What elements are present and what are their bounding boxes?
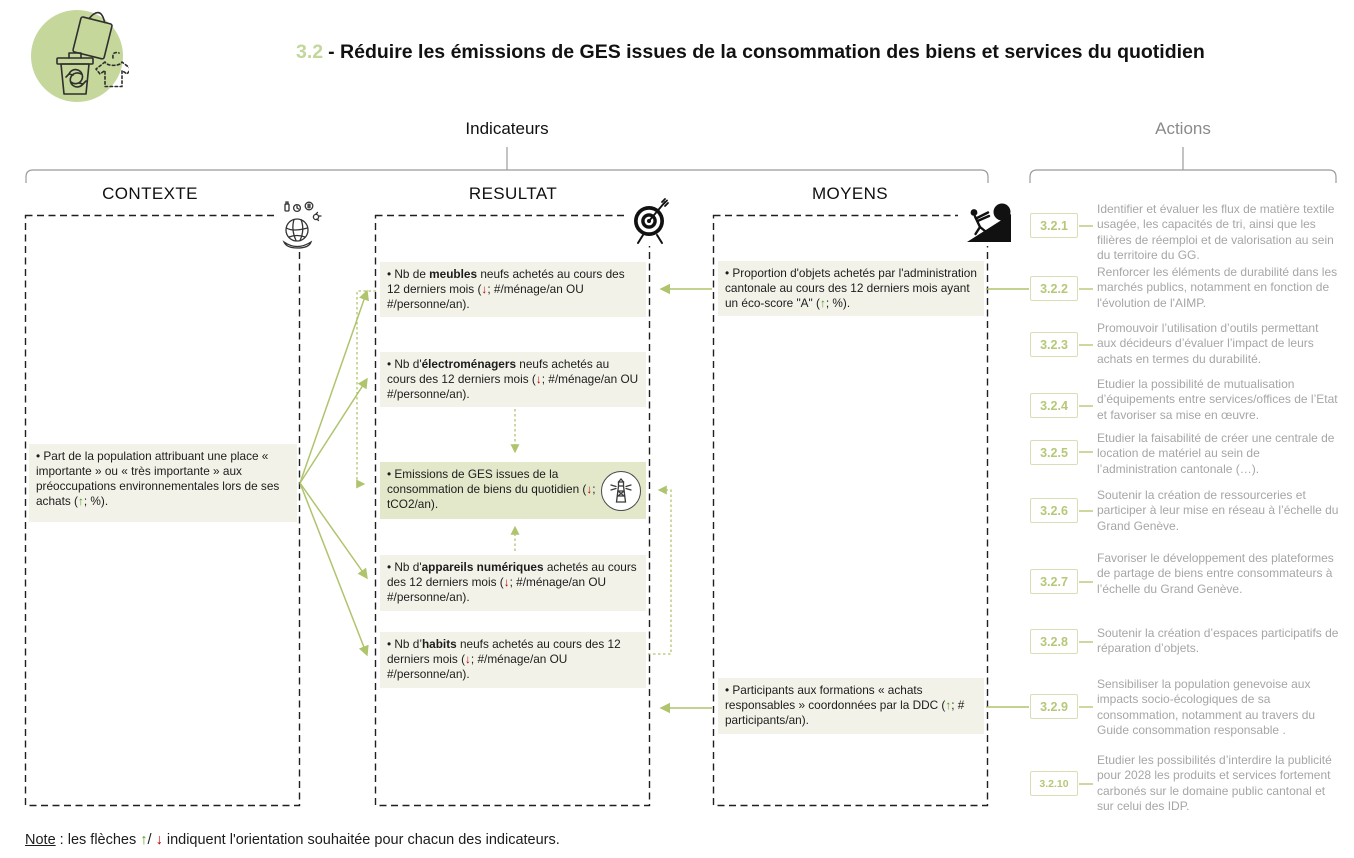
legend-note: Note : les flèches ↑/ ↓ indiquent l'orie… [25, 832, 560, 848]
action-badge-3210: 3.2.10 [1030, 771, 1078, 796]
action-text-323: Promouvoir l’utilisation d’outils permet… [1097, 321, 1319, 366]
title-text: - Réduire les émissions de GES issues de… [328, 41, 1205, 63]
action-badge-327: 3.2.7 [1030, 569, 1078, 594]
globe-in-hand-icon [274, 200, 326, 250]
indicators-group-label: Indicateurs [465, 119, 549, 138]
resultat-box-border [374, 214, 651, 807]
actions-bracket [1029, 169, 1337, 183]
action-text-3210: Etudier les possibilités d’interdire la … [1097, 753, 1332, 814]
moyens-box-border [712, 214, 989, 807]
action-text-327: Favoriser le développement des plateform… [1097, 551, 1334, 596]
resultat-header: RESULTAT [468, 184, 558, 203]
resultat-indicator-ges: • Emissions de GES issues de la consomma… [380, 462, 646, 519]
action-badge-325: 3.2.5 [1030, 440, 1078, 465]
actions-group-label: Actions [1155, 119, 1211, 138]
moyens-indicator-ecoscore: • Proportion d'objets achetés par l'admi… [718, 261, 984, 316]
resultat-indicator-meubles: • Nb de meubles neufs achetés au cours d… [380, 262, 646, 317]
resultat-indicator-electromenagers: • Nb d'électroménagers neufs achetés au … [380, 352, 646, 407]
contexte-header: CONTEXTE [102, 184, 198, 203]
fan-arrow-appareils [299, 482, 368, 580]
action-text-329: Sensibiliser la population genevoise aux… [1097, 677, 1316, 738]
mountain-climber-icon [958, 200, 1014, 246]
action-badge-324: 3.2.4 [1030, 393, 1078, 418]
ges-text: • Emissions de GES issues de la consomma… [387, 467, 596, 511]
action-badge-321: 3.2.1 [1030, 213, 1078, 238]
action-text-328: Soutenir la création d’espaces participa… [1097, 626, 1339, 656]
action-text-324: Etudier la possibilité de mutualisation … [1097, 377, 1338, 422]
action-text-322: Renforcer les éléments de durabilité dan… [1097, 265, 1338, 310]
recycling-shopping-logo [31, 10, 129, 102]
action-badge-329: 3.2.9 [1030, 694, 1078, 719]
moyens-header: MOYENS [811, 184, 889, 203]
page-title: 3.2- Réduire les émissions de GES issues… [296, 41, 1205, 64]
action-text-326: Soutenir la création de ressourceries et… [1097, 488, 1339, 533]
indicators-bracket [25, 169, 989, 183]
fan-arrow-electromenagers [299, 377, 368, 484]
fan-arrow-habits [299, 482, 369, 657]
title-code: 3.2 [296, 41, 324, 63]
contexte-indicator-population: • Part de la population attribuant une p… [29, 444, 297, 522]
moyens-indicator-formations: • Participants aux formations « achats r… [718, 678, 984, 734]
action-badge-322: 3.2.2 [1030, 276, 1078, 301]
contexte-box-border [24, 214, 301, 807]
action-badge-323: 3.2.3 [1030, 332, 1078, 357]
action-badge-328: 3.2.8 [1030, 629, 1078, 654]
dotted-habits-to-ges [648, 485, 672, 655]
fan-arrow-meubles [299, 289, 369, 484]
target-icon [628, 196, 672, 246]
resultat-indicator-appareils: • Nb d'appareils numériques achetés au c… [380, 555, 646, 611]
dotted-meubles-to-ges [356, 290, 376, 489]
action-text-325: Etudier la faisabilité de créer une cent… [1097, 431, 1335, 476]
resultat-indicator-habits: • Nb d’habits neufs achetés au cours des… [380, 632, 646, 688]
lighthouse-icon [601, 470, 641, 511]
action-text-321: Identifier et évaluer les flux de matièr… [1097, 202, 1335, 263]
action-badge-326: 3.2.6 [1030, 498, 1078, 523]
